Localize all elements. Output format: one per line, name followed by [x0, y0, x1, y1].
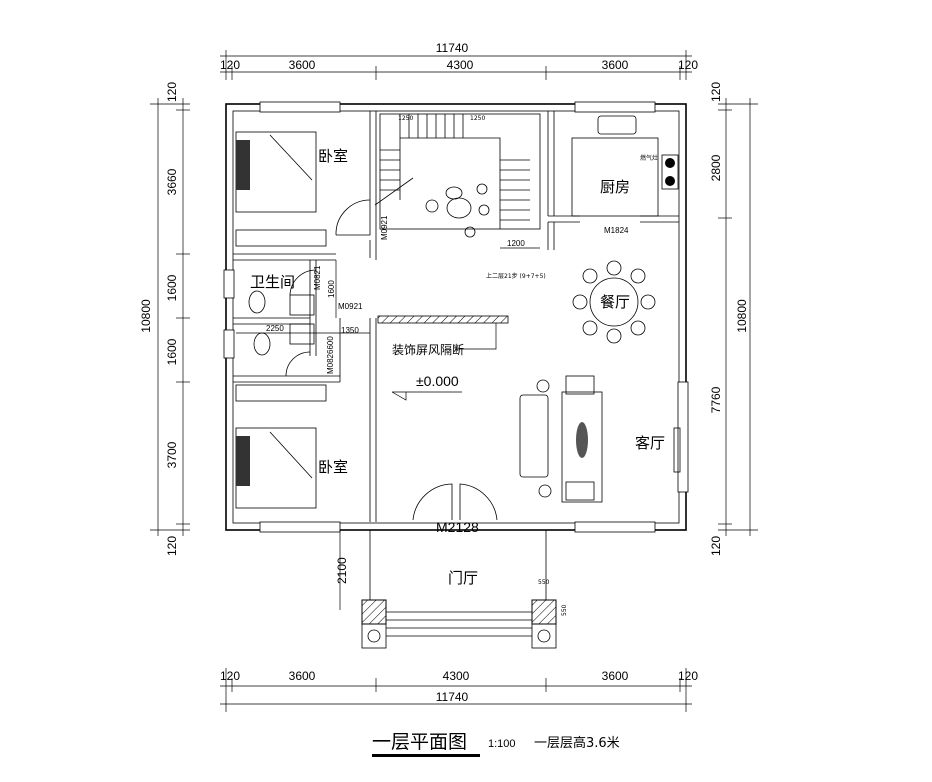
wardrobe-icon [235, 384, 327, 402]
door-label-bath2: M0921 [338, 302, 363, 311]
stair-dim-right: 1250 [470, 115, 485, 122]
dim-left-4: 1600 [165, 338, 179, 365]
sofa-icon [519, 394, 549, 478]
bottom-dimensions: 120 3600 4300 3600 120 11740 [220, 668, 698, 712]
dining-area: 餐厅 [572, 260, 656, 344]
room-label-bathroom: 卫生间 [250, 273, 295, 291]
tv-icon [673, 427, 681, 473]
drawing-title: 一层平面图 1:100 一层层高3.6米 [372, 731, 620, 757]
room-label-bedroom-top: 卧室 [318, 147, 348, 165]
walls [223, 101, 689, 533]
bath-dim-2250: 2250 [266, 324, 284, 333]
bath-dim-1350: 1350 [341, 326, 359, 335]
kitchen: 燃气灶 厨房 M1824 [571, 115, 679, 235]
dim-right-2: 2800 [709, 154, 723, 181]
dim-total-bottom: 11740 [436, 690, 469, 704]
hall: 装饰屏风隔断 ±0.000 M2128 [391, 323, 498, 535]
bedroom-top: 卧室 M0921 [235, 131, 389, 247]
living-room: 客厅 [519, 375, 681, 503]
chair-icon [572, 260, 656, 344]
toilet-icon [253, 332, 271, 356]
stair-note: 上二层21步 (9+7+5) [486, 272, 546, 280]
dim-left-1: 120 [165, 82, 179, 102]
bathroom: 卫生间 M0821 1600 M0921 2250 1350 M0826600 [236, 260, 370, 377]
column-width: 550 [538, 579, 550, 586]
squat-toilet-icon [248, 290, 266, 314]
dim-left-2: 3660 [165, 168, 179, 195]
bedroom-bottom: 卧室 [235, 384, 348, 509]
room-label-living: 客厅 [635, 434, 665, 452]
planter-icon [425, 183, 490, 238]
dining-table-icon [589, 277, 639, 327]
sink-icon [597, 115, 637, 135]
dim-total-right: 10800 [735, 299, 749, 333]
dim-top-5: 120 [678, 58, 698, 72]
door-label-bedroom: M0921 [380, 215, 389, 240]
coffee-table-icon [561, 391, 603, 503]
dim-left-5: 3700 [165, 441, 179, 468]
main-door [412, 483, 498, 521]
dim-top-1: 120 [220, 58, 240, 72]
dim-right-4: 120 [709, 536, 723, 556]
dim-top-4: 3600 [602, 58, 629, 72]
screen-label: 装饰屏风隔断 [392, 342, 464, 357]
dim-top-2: 3600 [289, 58, 316, 72]
door-label-kitchen: M1824 [604, 226, 629, 235]
column-height: 550 [561, 604, 568, 616]
armchair-icon [565, 481, 595, 501]
column-icon [531, 599, 557, 625]
stair-dim-left: 1250 [398, 115, 413, 122]
porch: 2100 门厅 550 550 [335, 530, 568, 649]
top-dimensions: 11740 120 3600 4300 3600 120 [220, 41, 698, 80]
dim-bottom-4: 3600 [602, 669, 629, 683]
dim-left-6: 120 [165, 536, 179, 556]
room-label-dining: 餐厅 [600, 293, 630, 311]
dim-top-3: 4300 [447, 58, 474, 72]
door-label-main: M2128 [436, 519, 479, 535]
dim-bottom-3: 4300 [443, 669, 470, 683]
dim-bottom-2: 3600 [289, 669, 316, 683]
armchair-icon [565, 375, 595, 395]
door-label-bath3: M0826600 [326, 336, 335, 374]
door-swing [335, 199, 371, 236]
dim-right-3: 7760 [709, 386, 723, 413]
room-label-bedroom-bottom: 卧室 [318, 458, 348, 476]
stove-icon [661, 154, 679, 190]
title-note: 一层层高3.6米 [534, 735, 620, 751]
room-label-foyer: 门厅 [448, 569, 478, 587]
porch-depth: 2100 [335, 557, 349, 584]
elevation-label: ±0.000 [416, 373, 459, 389]
sink-icon [289, 323, 315, 345]
dim-total-top: 11740 [436, 41, 469, 55]
sink-icon [289, 294, 315, 316]
dim-bottom-1: 120 [220, 669, 240, 683]
door-label-bath: M0821 [313, 265, 322, 290]
stair-width: 1200 [507, 239, 525, 248]
dim-total-left: 10800 [139, 299, 153, 333]
title-main: 一层平面图 [372, 731, 467, 753]
dim-right-1: 120 [709, 82, 723, 102]
title-scale: 1:100 [488, 738, 516, 750]
dim-left-3: 1600 [165, 274, 179, 301]
column-icon [361, 599, 387, 625]
staircase: 1250 1250 1200 上二层21步 (9+7+5) [374, 113, 546, 280]
stove-label: 燃气灶 [640, 154, 658, 162]
dim-bottom-5: 120 [678, 669, 698, 683]
wardrobe-icon [235, 229, 327, 247]
right-dimensions: 120 2800 7760 120 10800 [709, 82, 758, 556]
bath-dim-1600: 1600 [327, 280, 336, 298]
room-label-kitchen: 厨房 [600, 178, 630, 196]
left-dimensions: 120 3660 1600 1600 3700 120 10800 [139, 82, 190, 556]
